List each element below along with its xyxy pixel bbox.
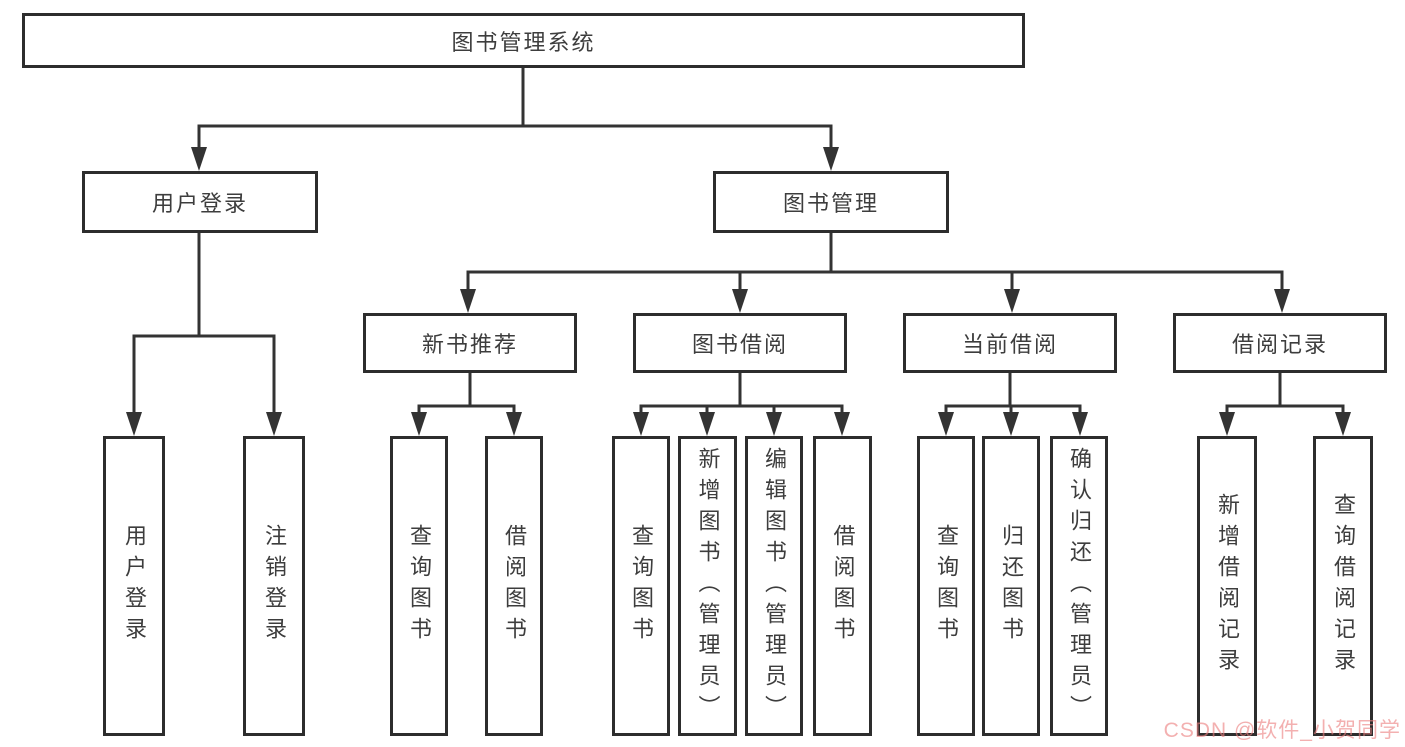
leaf-label: 确认归还（管理员） (1067, 446, 1092, 726)
node-current-borrow: 当前借阅 (903, 313, 1117, 373)
node-label: 新书推荐 (421, 332, 518, 357)
leaf-confirm-return-admin: 确认归还（管理员） (1050, 436, 1108, 736)
node-book-management: 图书管理 (713, 171, 949, 233)
node-borrow-records: 借阅记录 (1173, 313, 1387, 373)
leaf-label: 新增借阅记录 (1215, 493, 1240, 679)
node-library-system: 图书管理系统 (22, 13, 1025, 68)
leaf-label: 新增图书（管理员） (695, 446, 721, 726)
leaf-borrow-books: 借阅图书 (813, 436, 872, 736)
leaf-label: 编辑图书（管理员） (762, 446, 787, 726)
node-label: 图书借阅 (691, 332, 788, 357)
leaf-logout: 注销登录 (243, 436, 305, 736)
leaf-label: 用户登录 (122, 524, 147, 648)
leaf-query-books-recommend: 查询图书 (390, 436, 448, 736)
node-label: 当前借阅 (961, 332, 1058, 357)
node-book-borrow: 图书借阅 (633, 313, 847, 373)
leaf-user-login: 用户登录 (103, 436, 165, 736)
node-label: 图书管理系统 (451, 29, 596, 55)
node-user-login: 用户登录 (82, 171, 318, 233)
leaf-query-books-current: 查询图书 (917, 436, 975, 736)
leaf-label: 查询图书 (629, 524, 654, 648)
node-label: 借阅记录 (1231, 332, 1328, 357)
leaf-label: 借阅图书 (830, 524, 856, 648)
node-new-book-recommend: 新书推荐 (363, 313, 577, 373)
leaf-label: 注销登录 (262, 524, 287, 648)
leaf-label: 查询借阅记录 (1331, 493, 1356, 679)
leaf-add-borrow-record: 新增借阅记录 (1197, 436, 1257, 736)
leaf-query-books-borrow: 查询图书 (612, 436, 670, 736)
leaf-borrow-books-recommend: 借阅图书 (485, 436, 543, 736)
leaf-label: 查询图书 (407, 524, 432, 648)
leaf-edit-books-admin: 编辑图书（管理员） (745, 436, 803, 736)
leaf-label: 查询图书 (934, 524, 959, 648)
node-label: 用户登录 (151, 191, 248, 216)
leaf-query-borrow-record: 查询借阅记录 (1313, 436, 1373, 736)
node-label: 图书管理 (782, 191, 879, 216)
leaf-label: 借阅图书 (502, 524, 527, 648)
leaf-add-books-admin: 新增图书（管理员） (678, 436, 737, 736)
leaf-return-books: 归还图书 (982, 436, 1040, 736)
leaf-label: 归还图书 (999, 524, 1024, 648)
